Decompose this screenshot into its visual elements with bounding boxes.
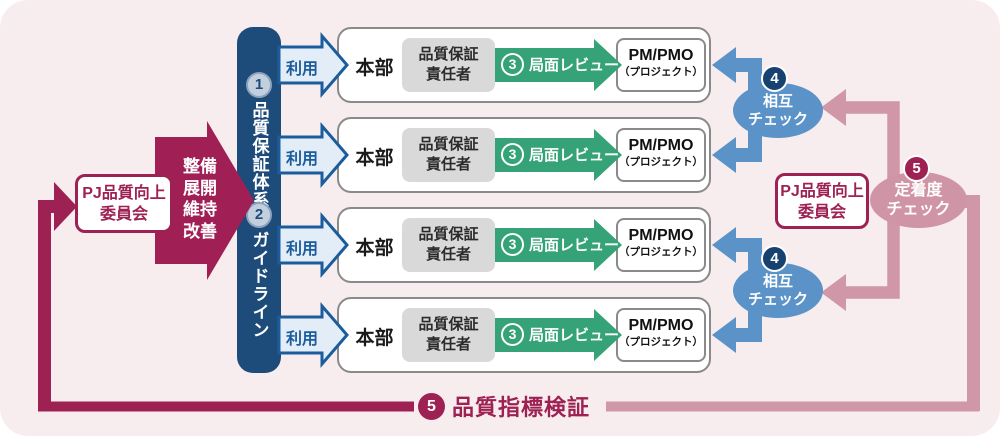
phase-review-label: 3 局面レビュー bbox=[501, 143, 619, 166]
mutual-check-line2: チェック bbox=[747, 111, 808, 128]
mutual-check-oval-2: 相互 チェック bbox=[733, 263, 823, 318]
mutual-check-line1: 相互 bbox=[762, 273, 793, 290]
improvement-step-1: 整備 bbox=[183, 157, 217, 176]
phase-review-label: 3 局面レビュー bbox=[501, 323, 619, 346]
committee-line1: PJ品質向上 bbox=[82, 185, 166, 202]
fixation-right-line bbox=[958, 195, 980, 411]
qa-owner-line1: 品質保証 bbox=[418, 46, 479, 63]
mutual-arrowhead-4-icon bbox=[712, 317, 736, 353]
pm-pmo-sublabel: （プロジェクト） bbox=[619, 156, 703, 168]
review-text: 局面レビュー bbox=[529, 147, 620, 164]
pj-quality-committee-left: PJ品質向上 委員会 bbox=[75, 174, 173, 233]
review-number-badge: 3 bbox=[501, 233, 524, 256]
qa-owner-line2: 責任者 bbox=[425, 336, 471, 353]
qa-owner-line1: 品質保証 bbox=[418, 316, 479, 333]
qa-owner-line1: 品質保証 bbox=[418, 226, 479, 243]
qa-owner-box: 品質保証 責任者 bbox=[402, 218, 495, 272]
fixation-arrowhead-bottom-icon bbox=[821, 274, 846, 311]
mutual-arrowhead-3-icon bbox=[712, 227, 736, 263]
pm-pmo-label: PM/PMO bbox=[628, 47, 694, 64]
use-arrow-label: 利用 bbox=[285, 241, 318, 258]
qa-owner-line2: 責任者 bbox=[425, 156, 471, 173]
mutual-check-badge-1: 4 bbox=[761, 65, 788, 92]
pillar-badge-1: 1 bbox=[246, 72, 272, 98]
pm-pmo-box: PM/PMO （プロジェクト） bbox=[616, 38, 706, 92]
improvement-step-2: 展開 bbox=[183, 178, 217, 198]
qa-owner-box: 品質保証 責任者 bbox=[402, 308, 495, 362]
fixation-check-line1: 定着度 bbox=[894, 182, 943, 199]
pillar-badge-2: 2 bbox=[246, 202, 272, 228]
review-number-badge: 3 bbox=[501, 323, 524, 346]
review-number-badge: 3 bbox=[501, 53, 524, 76]
pillar-label-guideline: ガイドライン bbox=[249, 231, 269, 339]
mutual-arrowhead-1-icon bbox=[712, 47, 736, 83]
phase-review-label: 3 局面レビュー bbox=[501, 53, 619, 76]
qa-owner-line2: 責任者 bbox=[425, 66, 471, 83]
committee-line2: 委員会 bbox=[99, 206, 148, 223]
qa-owner-box: 品質保証 責任者 bbox=[402, 38, 495, 92]
quality-index-badge: 5 bbox=[418, 392, 445, 420]
pj-quality-committee-right: PJ品質向上 委員会 bbox=[775, 173, 869, 229]
headquarters-label: 本部 bbox=[355, 58, 394, 79]
qa-system-pillar: 1 品質保証体系 2 ガイドライン bbox=[237, 27, 281, 373]
pm-pmo-sublabel: （プロジェクト） bbox=[619, 66, 703, 78]
headquarters-label: 本部 bbox=[355, 148, 394, 169]
use-arrow-label: 利用 bbox=[285, 331, 318, 348]
improvement-arrow-text: 整備 展開 維持 改善 bbox=[177, 156, 223, 242]
pm-pmo-sublabel: （プロジェクト） bbox=[619, 336, 703, 348]
pm-pmo-box: PM/PMO （プロジェクト） bbox=[616, 128, 706, 182]
feedback-line-left bbox=[38, 200, 56, 411]
feedback-arrowhead-icon bbox=[54, 182, 77, 231]
qa-owner-box: 品質保証 責任者 bbox=[402, 128, 495, 182]
committee-line2: 委員会 bbox=[797, 204, 846, 221]
mutual-check-line2: チェック bbox=[747, 291, 808, 308]
pm-pmo-box: PM/PMO （プロジェクト） bbox=[616, 218, 706, 272]
fixation-check-badge: 5 bbox=[903, 155, 930, 182]
quality-index-verification-label: 5 品質指標検証 bbox=[418, 392, 590, 420]
pm-pmo-label: PM/PMO bbox=[628, 227, 694, 244]
fixation-check-oval: 定着度 チェック bbox=[870, 172, 967, 228]
mutual-check-badge-2: 4 bbox=[761, 245, 788, 272]
improvement-step-3: 維持 bbox=[183, 200, 217, 219]
pm-pmo-label: PM/PMO bbox=[628, 137, 694, 154]
pm-pmo-box: PM/PMO （プロジェクト） bbox=[616, 308, 706, 362]
fixation-check-line2: チェック bbox=[886, 201, 951, 218]
review-text: 局面レビュー bbox=[529, 57, 620, 74]
review-number-badge: 3 bbox=[501, 143, 524, 166]
pillar-label-qa-system: 品質保証体系 bbox=[249, 101, 269, 209]
fixation-arrowhead-top-icon bbox=[821, 89, 846, 126]
mutual-arrowhead-2-icon bbox=[712, 137, 736, 173]
headquarters-label: 本部 bbox=[355, 238, 394, 259]
review-text: 局面レビュー bbox=[529, 237, 620, 254]
mutual-check-oval-1: 相互 チェック bbox=[733, 83, 823, 138]
headquarters-label: 本部 bbox=[355, 328, 394, 349]
mutual-check-line1: 相互 bbox=[762, 93, 793, 110]
qa-owner-line2: 責任者 bbox=[425, 246, 471, 263]
improvement-step-4: 改善 bbox=[183, 221, 217, 241]
pm-pmo-sublabel: （プロジェクト） bbox=[619, 246, 703, 258]
committee-line1: PJ品質向上 bbox=[780, 183, 864, 200]
review-text: 局面レビュー bbox=[529, 327, 620, 344]
phase-review-label: 3 局面レビュー bbox=[501, 233, 619, 256]
quality-index-text: 品質指標検証 bbox=[452, 395, 591, 420]
qa-owner-line1: 品質保証 bbox=[418, 136, 479, 153]
use-arrow-label: 利用 bbox=[285, 61, 318, 78]
use-arrow-label: 利用 bbox=[285, 151, 318, 168]
pm-pmo-label: PM/PMO bbox=[628, 317, 694, 334]
